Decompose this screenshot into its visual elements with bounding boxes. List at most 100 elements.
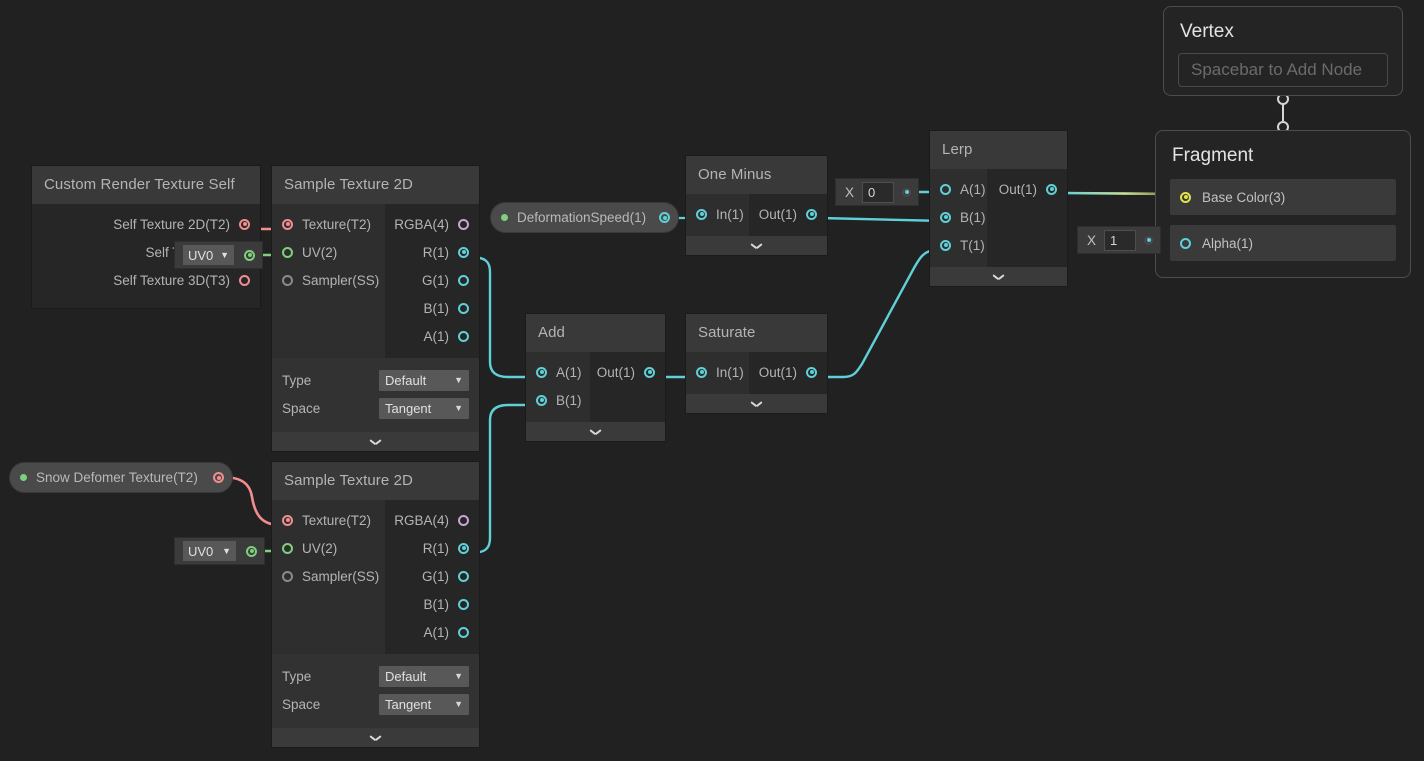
port-row[interactable]: A(1) xyxy=(385,322,479,350)
port-dot-a[interactable] xyxy=(458,626,469,638)
port-dot-b[interactable] xyxy=(536,394,547,406)
port-dot-b[interactable] xyxy=(940,211,951,223)
port-dot-out[interactable] xyxy=(644,366,655,378)
port-row[interactable]: A(1) xyxy=(930,175,987,203)
port-row[interactable]: Self Texture 2D(T2) xyxy=(32,210,260,238)
node-lerp[interactable]: Lerp A(1) B(1) T(1) Out(1) xyxy=(930,131,1067,286)
port-row[interactable]: G(1) xyxy=(385,562,479,590)
dropdown-space[interactable]: Tangent ▼ xyxy=(379,693,469,715)
port-row[interactable]: In(1) xyxy=(686,358,749,386)
node-add[interactable]: Add A(1) B(1) Out(1) xyxy=(526,314,665,441)
node-collapse-bar[interactable] xyxy=(930,267,1067,286)
port-dot-out[interactable] xyxy=(213,472,224,483)
port-row[interactable]: Texture(T2) xyxy=(272,506,385,534)
node-collapse-bar[interactable] xyxy=(272,728,479,747)
port-dot-out[interactable] xyxy=(244,249,255,261)
port-dot-r[interactable] xyxy=(458,542,469,554)
uv-chip-top[interactable]: UV0 ▼ xyxy=(175,242,262,268)
port-dot-g[interactable] xyxy=(458,274,469,286)
dropdown-uv-channel[interactable]: UV0 ▼ xyxy=(183,541,236,561)
port-dot-r[interactable] xyxy=(458,246,469,258)
port-dot-g[interactable] xyxy=(458,570,469,582)
port-dot-rgba[interactable] xyxy=(458,514,469,526)
master-block-vertex[interactable]: Vertex Spacebar to Add Node xyxy=(1163,6,1403,96)
port-row[interactable]: B(1) xyxy=(385,590,479,618)
port-dot-base-color[interactable] xyxy=(1180,191,1191,203)
add-node-hint[interactable]: Spacebar to Add Node xyxy=(1178,53,1388,87)
port-dot-rgba[interactable] xyxy=(458,218,469,230)
port-row[interactable]: B(1) xyxy=(930,203,987,231)
node-collapse-bar[interactable] xyxy=(686,236,827,255)
node-sample-texture-2d-top[interactable]: Sample Texture 2D Texture(T2) UV(2) Samp… xyxy=(272,166,479,451)
dropdown-type[interactable]: Default ▼ xyxy=(379,665,469,687)
port-row[interactable]: A(1) xyxy=(385,618,479,646)
property-deformation-speed[interactable]: DeformationSpeed(1) xyxy=(491,203,678,232)
port-dot-out[interactable] xyxy=(806,366,817,378)
node-sample-texture-2d-bottom[interactable]: Sample Texture 2D Texture(T2) UV(2) Samp… xyxy=(272,462,479,747)
port-dot-self-texture-2d[interactable] xyxy=(239,218,250,230)
port-row[interactable]: RGBA(4) xyxy=(385,506,479,534)
node-collapse-bar[interactable] xyxy=(526,422,665,441)
setting-row-type[interactable]: Type Default ▼ xyxy=(282,366,469,394)
port-row[interactable]: UV(2) xyxy=(272,238,385,266)
port-row[interactable]: Self Texture 3D(T3) xyxy=(32,266,260,294)
port-row[interactable]: B(1) xyxy=(385,294,479,322)
port-row[interactable]: Out(1) xyxy=(987,175,1067,203)
value-input[interactable]: 0 xyxy=(862,181,894,203)
port-row[interactable]: Sampler(SS) xyxy=(272,266,385,294)
value-input[interactable]: 1 xyxy=(1104,229,1136,251)
port-dot-in[interactable] xyxy=(696,366,707,378)
port-dot-uv[interactable] xyxy=(282,246,293,258)
port-row[interactable]: R(1) xyxy=(385,534,479,562)
port-row[interactable]: Out(1) xyxy=(749,358,827,386)
port-row[interactable]: UV(2) xyxy=(272,534,385,562)
port-dot-texture[interactable] xyxy=(282,514,293,526)
port-row[interactable]: T(1) xyxy=(930,231,987,259)
node-saturate[interactable]: Saturate In(1) Out(1) xyxy=(686,314,827,413)
port-row[interactable]: B(1) xyxy=(526,386,590,414)
node-collapse-bar[interactable] xyxy=(686,394,827,413)
fragment-block-base-color[interactable]: Base Color(3) xyxy=(1170,179,1396,215)
port-dot-a[interactable] xyxy=(536,366,547,378)
setting-row-type[interactable]: Type Default ▼ xyxy=(282,662,469,690)
port-row[interactable]: Sampler(SS) xyxy=(272,562,385,590)
port-dot-in[interactable] xyxy=(696,208,707,220)
setting-row-space[interactable]: Space Tangent ▼ xyxy=(282,394,469,422)
master-block-fragment[interactable]: Fragment Base Color(3) Alpha(1) xyxy=(1155,130,1411,278)
port-dot-out[interactable] xyxy=(806,208,817,220)
port-dot-sampler[interactable] xyxy=(282,274,293,286)
port-row[interactable]: G(1) xyxy=(385,266,479,294)
port-dot-alpha[interactable] xyxy=(1180,237,1191,249)
port-row[interactable]: RGBA(4) xyxy=(385,210,479,238)
port-dot-a[interactable] xyxy=(940,183,951,195)
value-chip-alpha[interactable]: X 1 xyxy=(1078,227,1160,253)
uv-chip-bottom[interactable]: UV0 ▼ xyxy=(175,538,264,564)
port-row[interactable]: Texture(T2) xyxy=(272,210,385,238)
dropdown-space[interactable]: Tangent ▼ xyxy=(379,397,469,419)
port-dot-out[interactable] xyxy=(659,212,670,223)
node-collapse-bar[interactable] xyxy=(272,432,479,451)
port-dot-b[interactable] xyxy=(458,598,469,610)
node-custom-render-texture-self[interactable]: Custom Render Texture Self Self Texture … xyxy=(32,166,260,308)
port-dot-out[interactable] xyxy=(1144,235,1153,245)
port-dot-out[interactable] xyxy=(902,187,911,197)
port-dot-uv[interactable] xyxy=(282,542,293,554)
dropdown-type[interactable]: Default ▼ xyxy=(379,369,469,391)
port-row[interactable]: Out(1) xyxy=(590,358,665,386)
setting-row-space[interactable]: Space Tangent ▼ xyxy=(282,690,469,718)
port-dot-self-texture-3d[interactable] xyxy=(239,274,250,286)
port-row[interactable]: Out(1) xyxy=(749,200,827,228)
port-dot-a[interactable] xyxy=(458,330,469,342)
port-dot-texture[interactable] xyxy=(282,218,293,230)
port-row[interactable]: A(1) xyxy=(526,358,590,386)
node-one-minus[interactable]: One Minus In(1) Out(1) xyxy=(686,156,827,255)
port-row[interactable]: R(1) xyxy=(385,238,479,266)
property-snow-deformer-texture[interactable]: Snow Defomer Texture(T2) xyxy=(10,463,232,492)
port-dot-out[interactable] xyxy=(1046,183,1057,195)
port-dot-sampler[interactable] xyxy=(282,570,293,582)
port-dot-b[interactable] xyxy=(458,302,469,314)
port-row[interactable]: In(1) xyxy=(686,200,749,228)
value-chip-lerp-a[interactable]: X 0 xyxy=(836,179,918,205)
dropdown-uv-channel[interactable]: UV0 ▼ xyxy=(183,245,234,265)
